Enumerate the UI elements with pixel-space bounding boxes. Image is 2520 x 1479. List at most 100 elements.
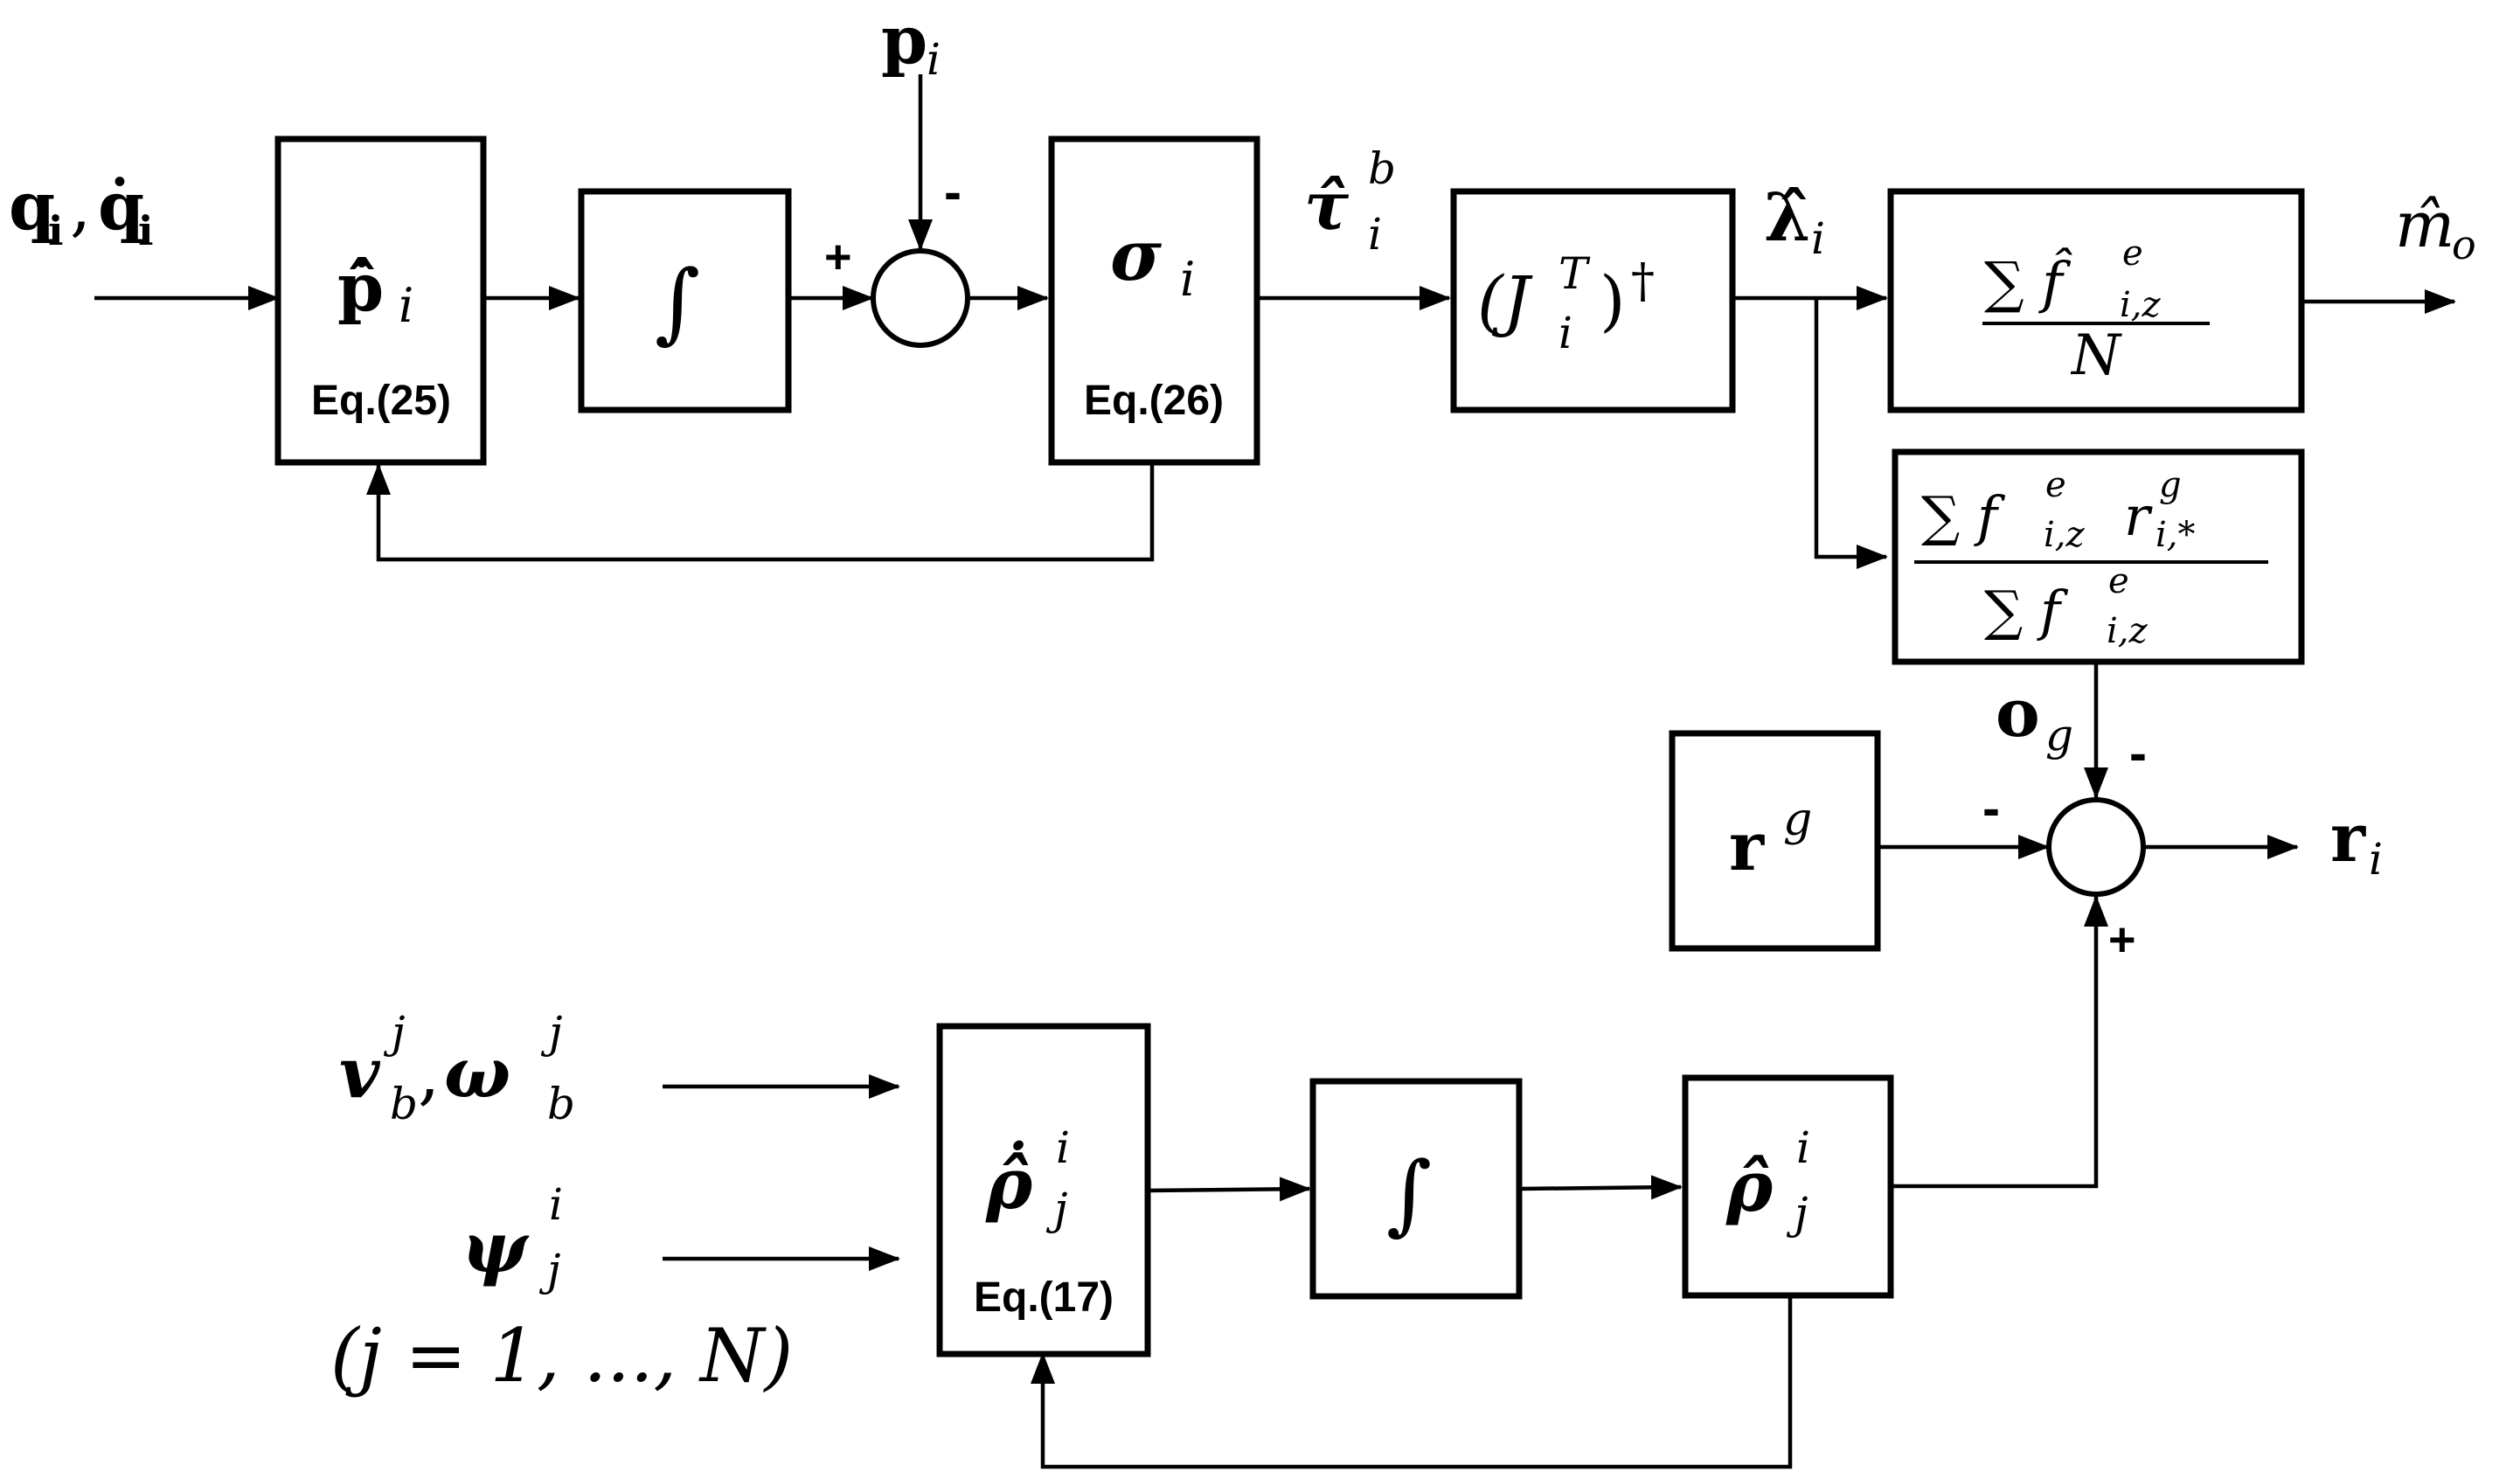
center-den-sup: e bbox=[2108, 561, 2129, 601]
jacobian-sub: i bbox=[1559, 308, 1572, 358]
pdot-hat-sub: i bbox=[399, 278, 413, 333]
r-i-symbol: r bbox=[2330, 799, 2366, 877]
jacobian-close: ) bbox=[1600, 261, 1626, 339]
tau-sub: i bbox=[1368, 209, 1382, 260]
label-q-input: q i , q̇ i bbox=[9, 167, 153, 254]
qdot-sub: i bbox=[138, 207, 153, 254]
center-denominator: ∑ f bbox=[1984, 579, 2069, 642]
block-rhodot-hat: ρ̂̇ i j Eq.(17) bbox=[936, 1023, 1151, 1357]
v-symbol: v bbox=[339, 1031, 381, 1114]
wire-lambda-to-center bbox=[1814, 298, 1888, 569]
eq26-label: Eq.(26) bbox=[1084, 378, 1224, 424]
psi-sup: i bbox=[549, 1179, 563, 1230]
q-comma: , bbox=[70, 167, 91, 245]
j-range-text: (j = 1, ..., N) bbox=[330, 1313, 793, 1399]
p-symbol: p bbox=[881, 1, 927, 79]
r-g-symbol: r bbox=[1729, 808, 1765, 885]
sign-labels: + - - - + bbox=[824, 163, 2147, 966]
label-p-input: p i bbox=[881, 1, 941, 85]
lambda-symbol: λ̂ bbox=[1764, 178, 1810, 256]
block-mass-estimate: ∑ f̂ e i,z N bbox=[1887, 188, 2305, 413]
block-integrator-bottom: ∫ bbox=[1309, 1078, 1523, 1300]
omega-symbol: ω bbox=[444, 1031, 510, 1114]
sigma-symbol: σ bbox=[1110, 214, 1162, 296]
qdot-symbol: q̇ bbox=[98, 167, 144, 245]
label-r-i: r i bbox=[2330, 799, 2383, 885]
jacobian-open: (J bbox=[1477, 261, 1533, 339]
block-center-estimate: ∑ f e i,z r g i,* ∑ f e i,z bbox=[1892, 448, 2305, 665]
omega-sub: b bbox=[547, 1079, 575, 1129]
eq17-label: Eq.(17) bbox=[974, 1274, 1114, 1321]
rhodot-hat-symbol: ρ̂̇ bbox=[985, 1140, 1033, 1225]
center-num-r-sup: g bbox=[2159, 465, 2182, 505]
mass-numerator: ∑ f̂ bbox=[1984, 248, 2072, 316]
p-sub: i bbox=[927, 34, 941, 85]
label-psi: ψ i j bbox=[462, 1179, 563, 1295]
v-comma: , bbox=[418, 1032, 440, 1114]
m-o-symbol: m̂ bbox=[2395, 188, 2454, 261]
jacobian-dagger: † bbox=[1631, 253, 1655, 309]
o-g-symbol: o bbox=[1996, 674, 2040, 752]
q-symbol: q bbox=[9, 167, 55, 245]
center-num-r-sub: i,* bbox=[2156, 515, 2196, 555]
r-g-sup: g bbox=[1783, 794, 1812, 846]
block-pdot-hat: p̂̇ i Eq.(25) bbox=[274, 135, 487, 466]
block-integrator-top: ∫ bbox=[578, 188, 792, 413]
label-m-o: m̂ o bbox=[2395, 188, 2476, 268]
lambda-sub: i bbox=[1811, 213, 1825, 264]
label-o-g: o g bbox=[1996, 674, 2073, 760]
top-row-wires bbox=[94, 74, 2456, 569]
rho-hat-symbol: ρ̂ bbox=[1725, 1145, 1774, 1227]
wire-integrator-to-rho bbox=[1518, 1175, 1683, 1200]
label-j-range: (j = 1, ..., N) bbox=[330, 1313, 793, 1399]
block-jacobian: (J T i ) † bbox=[1450, 188, 1736, 413]
psi-symbol: ψ bbox=[462, 1206, 530, 1288]
summing-junction-2 bbox=[2046, 797, 2146, 897]
center-numerator: ∑ f bbox=[1921, 484, 2006, 548]
q-sub: i bbox=[48, 207, 63, 254]
wire-sigma-feedback bbox=[366, 462, 1155, 562]
integrator-bottom-symbol: ∫ bbox=[1386, 1142, 1432, 1245]
pdot-hat-symbol: p̂̇ bbox=[337, 248, 384, 326]
bottom-row-wires bbox=[663, 1074, 1793, 1469]
omega-sup: j bbox=[540, 1007, 563, 1058]
sum2-plus-bottom-sign: + bbox=[2108, 913, 2136, 966]
wire-rho-feedback bbox=[1031, 1295, 1793, 1469]
block-rho-hat: ρ̂ i j bbox=[1682, 1074, 1894, 1299]
block-sigma: σ i Eq.(26) bbox=[1048, 135, 1260, 466]
center-den-sub: i,z bbox=[2107, 611, 2149, 651]
center-num-sub: i,z bbox=[2044, 515, 2086, 555]
rho-hat-sup: i bbox=[1796, 1122, 1810, 1173]
mass-denominator: N bbox=[2070, 323, 2122, 388]
sum2-minus-top-sign: - bbox=[2129, 724, 2147, 782]
wire-rho-to-sum2 bbox=[1891, 895, 2108, 1189]
center-num-r: r bbox=[2124, 484, 2153, 548]
tau-symbol: τ̂ bbox=[1304, 167, 1350, 245]
rhodot-hat-sup: i bbox=[1056, 1122, 1070, 1173]
sum2-minus-left-sign: - bbox=[1982, 779, 2000, 837]
v-sub: b bbox=[390, 1079, 418, 1129]
center-num-sup: e bbox=[2045, 465, 2066, 505]
jacobian-sup: T bbox=[1559, 248, 1591, 299]
eq25-label: Eq.(25) bbox=[311, 378, 451, 424]
tau-sup: b bbox=[1368, 143, 1396, 194]
v-sup: j bbox=[383, 1007, 406, 1058]
mass-num-sup: e bbox=[2122, 233, 2143, 274]
o-g-sub: g bbox=[2045, 710, 2073, 760]
label-lambda: λ̂ i bbox=[1764, 178, 1825, 264]
wire-rhodot-to-integrator bbox=[1147, 1177, 1311, 1202]
label-v-omega: v j b , ω j b bbox=[339, 1007, 575, 1129]
sigma-sub: i bbox=[1180, 252, 1195, 307]
psi-sub: j bbox=[538, 1245, 561, 1295]
m-o-sub: o bbox=[2452, 221, 2476, 268]
sum1-plus-sign: + bbox=[824, 231, 852, 283]
summing-junction-1 bbox=[871, 248, 970, 348]
sum1-minus-sign: - bbox=[944, 163, 961, 221]
mass-num-sub: i,z bbox=[2120, 285, 2162, 325]
integrator-top-symbol: ∫ bbox=[655, 251, 700, 353]
middle-wires bbox=[1878, 662, 2299, 1189]
label-tau: τ̂ b i bbox=[1304, 143, 1396, 260]
r-i-sub: i bbox=[2369, 834, 2383, 885]
block-r-g: r g bbox=[1669, 730, 1881, 952]
